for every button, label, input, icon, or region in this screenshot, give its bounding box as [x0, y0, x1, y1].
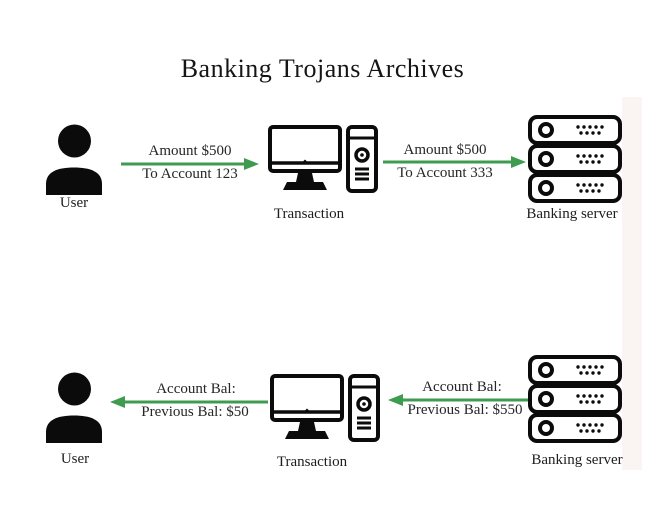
page-title: Banking Trojans Archives: [180, 54, 465, 83]
user-label: User: [60, 451, 90, 467]
arrow-label-balance: Account Bal:: [156, 381, 236, 397]
server-icon: [528, 355, 622, 443]
right-edge-strip: [622, 97, 642, 470]
user-label: User: [59, 195, 89, 211]
arrow-label-amount: Amount $500: [148, 143, 232, 159]
arrow-right-icon: [121, 158, 259, 170]
user-icon: [46, 124, 102, 195]
arrow-label-balance: Account Bal:: [422, 379, 502, 395]
server-label: Banking server: [531, 452, 623, 468]
arrow-label-previous-balance: Previous Bal: $550: [407, 402, 523, 418]
arrow-left-icon: [388, 394, 530, 406]
computer-icon: [268, 125, 378, 193]
arrow-label-account: To Account 123: [142, 166, 238, 182]
transaction-label: Transaction: [273, 206, 345, 222]
server-label: Banking server: [526, 206, 618, 222]
arrow-label-amount: Amount $500: [403, 142, 487, 158]
arrow-right-icon: [383, 156, 526, 168]
computer-icon: [270, 374, 380, 442]
transaction-label: Transaction: [276, 454, 348, 470]
arrow-label-account: To Account 333: [397, 165, 493, 181]
arrow-left-icon: [110, 396, 268, 408]
server-icon: [528, 115, 622, 203]
arrow-label-previous-balance: Previous Bal: $50: [141, 404, 249, 420]
user-icon: [46, 372, 102, 443]
